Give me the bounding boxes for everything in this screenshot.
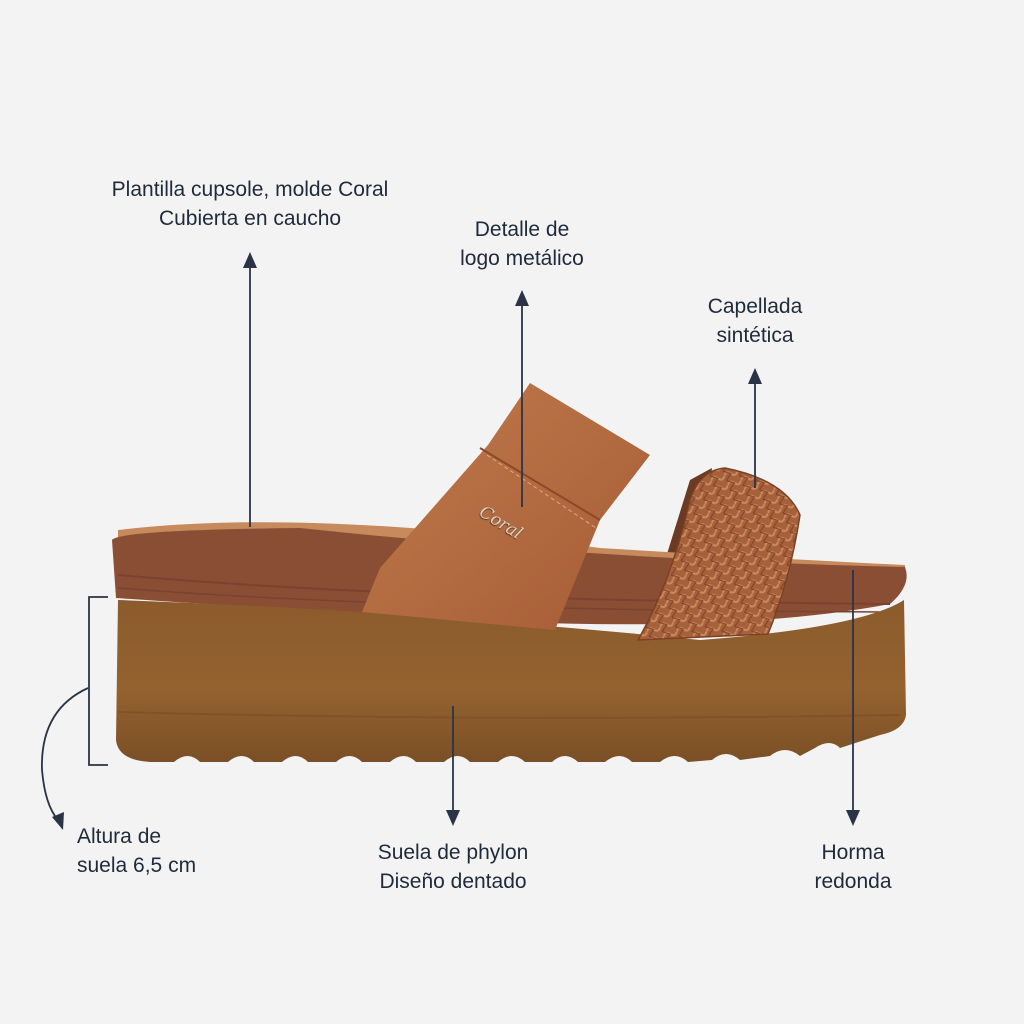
woven-strap — [638, 468, 800, 640]
callout-last: Horma redonda — [790, 838, 916, 896]
callout-sole-height-line2: suela 6,5 cm — [77, 854, 197, 877]
callout-upper: Capellada sintética — [682, 292, 828, 350]
callout-sole-line1: Suela de phylon — [377, 841, 529, 864]
callout-last-line2: redonda — [814, 870, 892, 893]
leather-strap — [362, 383, 650, 630]
callout-insole-line1: Plantilla cupsole, molde Coral — [111, 178, 389, 201]
callout-sole-line2: Diseño dentado — [379, 870, 527, 893]
callout-upper-line2: sintética — [716, 324, 794, 347]
callout-logo-line2: logo metálico — [460, 247, 584, 270]
platform-sole — [116, 600, 906, 762]
callout-sole-height-line1: Altura de — [77, 825, 162, 848]
callout-sole: Suela de phylon Diseño dentado — [355, 838, 551, 896]
callout-logo: Detalle de logo metálico — [442, 215, 602, 273]
callout-insole-line2: Cubierta en caucho — [158, 207, 342, 230]
callout-last-line1: Horma — [821, 841, 885, 864]
callout-upper-line1: Capellada — [707, 295, 803, 318]
callout-sole-height: Altura de suela 6,5 cm — [77, 822, 237, 880]
callout-insole: Plantilla cupsole, molde Coral Cubierta … — [90, 175, 410, 233]
callout-logo-line1: Detalle de — [474, 218, 570, 241]
